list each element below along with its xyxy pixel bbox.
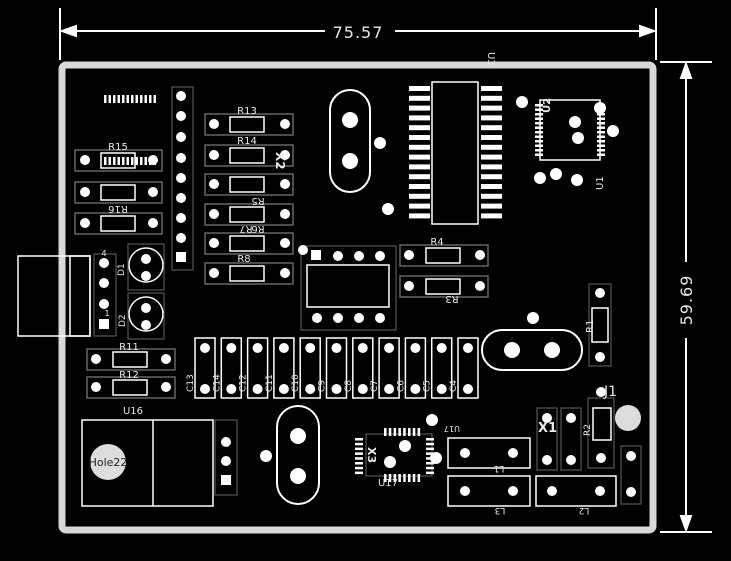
x2-label: X2 — [273, 152, 287, 170]
u3-soic — [409, 81, 502, 225]
r12-label: R12 — [119, 370, 139, 381]
cap-label: C7 — [370, 380, 380, 392]
r16-label: R16 — [108, 203, 128, 214]
pin4-label: 4 — [101, 249, 106, 258]
cap-label: C4 — [449, 380, 459, 392]
l1-label: L1 — [494, 463, 505, 473]
capacitor-c5: C5 — [423, 337, 453, 399]
j1-label: J1 — [603, 384, 617, 400]
board-outline — [58, 61, 657, 534]
connector-left — [17, 253, 117, 337]
capacitor-c11: C11 — [265, 337, 295, 399]
capacitor-c4: C4 — [449, 337, 479, 399]
left-resistor-pads — [80, 155, 158, 228]
capacitor-c6: C6 — [396, 337, 427, 399]
r11-r12 — [86, 348, 176, 399]
diodes — [127, 243, 165, 340]
u4-header — [171, 86, 194, 271]
r13-label: R13 — [237, 106, 257, 117]
x1-label: X1 — [538, 421, 557, 436]
cap-label: C8 — [344, 380, 354, 392]
r2-label: R2 — [583, 424, 593, 436]
x3-label: X3 — [365, 447, 378, 463]
r7-label: R7 — [239, 223, 252, 234]
u14-dip — [298, 245, 397, 331]
l3-label: L3 — [495, 505, 506, 515]
x1-components — [536, 387, 642, 505]
r5-label: R5 — [251, 195, 264, 206]
r6-label: R6 — [251, 223, 264, 234]
width-dimension-label: 75.57 — [333, 23, 384, 42]
cap-label: C9 — [318, 380, 328, 392]
r11-label: R11 — [119, 342, 139, 353]
r1-vertical — [588, 283, 612, 367]
u17-top-label: U17 — [444, 424, 460, 433]
r4-r3 — [399, 244, 489, 298]
crystal-x1-upper — [329, 89, 394, 215]
cap-label: C6 — [396, 380, 406, 392]
cap-label: C12 — [239, 374, 249, 392]
capacitor-c9: C9 — [318, 337, 348, 399]
r8-label: R8 — [237, 254, 250, 265]
width-dimension — [59, 8, 657, 60]
d1-label: D1 — [117, 263, 127, 276]
r14-label: R14 — [237, 136, 257, 147]
resistor-stack-pads — [209, 119, 290, 278]
u1-qfp — [104, 95, 619, 186]
pin1-label: 1 — [104, 309, 109, 318]
capacitor-c12: C12 — [239, 337, 269, 399]
height-dimension-label: 59.69 — [677, 275, 696, 326]
left-resistors — [74, 149, 163, 235]
r15-label: R15 — [108, 142, 128, 153]
crystal-horizontal — [481, 312, 583, 371]
capacitor-c10: C10 — [291, 337, 321, 399]
cap-label: C13 — [186, 374, 196, 392]
u17-label: U17 — [378, 478, 398, 489]
d2-label: D2 — [118, 314, 128, 327]
capacitor-c13: C13 — [186, 337, 216, 399]
cap-label: C5 — [423, 380, 433, 392]
r3-label: R3 — [445, 293, 458, 304]
u16-regulator — [81, 419, 238, 507]
u16-label: U16 — [123, 406, 143, 417]
u17-plcc — [355, 414, 442, 482]
resistor-stack — [204, 113, 294, 285]
hole-label: Hole22 — [89, 456, 128, 469]
r1-label: R1 — [585, 320, 596, 333]
capacitor-row: C13 C14 C12 C11 C10 C9 C8 C7 C6 C5 C4 — [186, 337, 479, 399]
capacitor-c14: C14 — [212, 337, 243, 399]
l2-label: L2 — [579, 505, 590, 515]
u1-label: U1 — [595, 176, 606, 190]
crystal-lower — [260, 405, 320, 505]
height-dimension — [660, 61, 712, 533]
cap-label: C11 — [265, 374, 275, 392]
u3-label: U3 — [485, 52, 496, 66]
cap-label: C10 — [291, 374, 301, 392]
inductor-group — [447, 437, 617, 507]
u2-label: U2 — [542, 98, 553, 113]
capacitor-c7: C7 — [370, 337, 400, 399]
capacitor-c8: C8 — [344, 337, 374, 399]
cap-label: C14 — [212, 374, 222, 392]
r4-label: R4 — [430, 237, 443, 248]
